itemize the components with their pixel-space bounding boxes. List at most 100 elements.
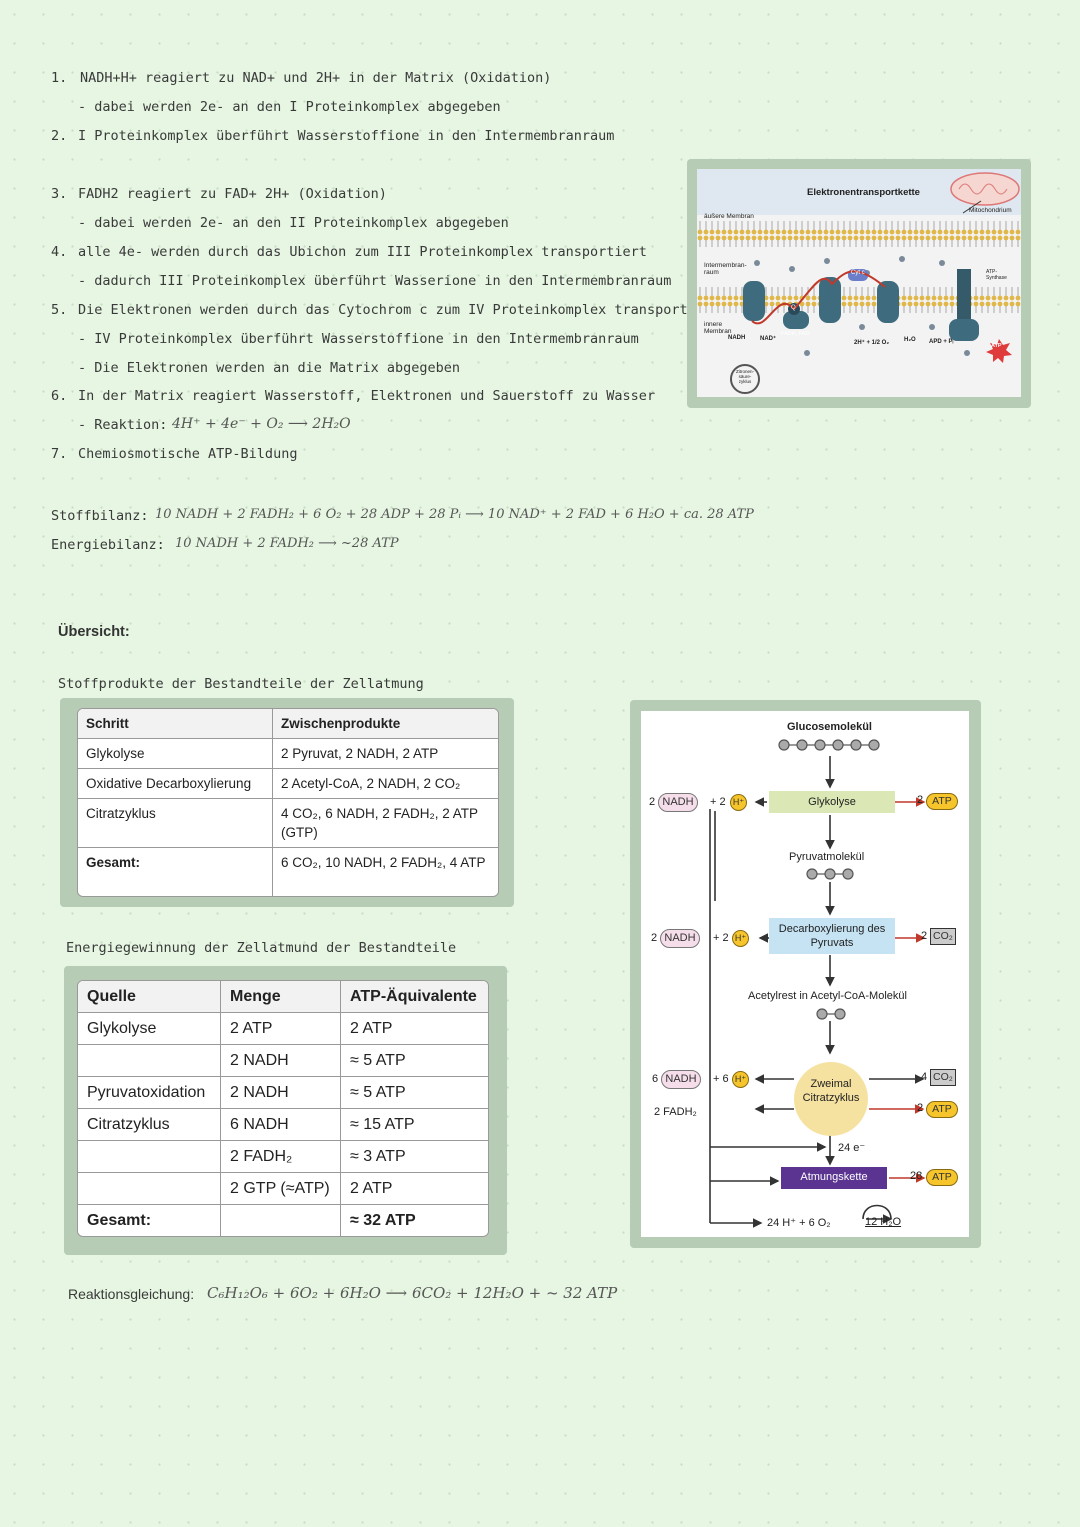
- reaction-value: C₆H₁₂O₆ + 6O₂ + 6H₂O ⟶ 6CO₂ + 12H₂O + ~ …: [207, 1284, 618, 1302]
- step-text: alle 4e- werden durch das Ubichon zum II…: [78, 244, 647, 260]
- flow-hplus: H⁺: [730, 794, 747, 811]
- flow-glucose: Glucosemolekül: [787, 721, 872, 733]
- flow-co2-box: CO₂: [930, 1069, 956, 1086]
- table1-cell: Gesamt:: [78, 848, 273, 896]
- step-text: - dadurch III Proteinkomplex überführt W…: [78, 273, 672, 289]
- step-text: - IV Proteinkomplex überführt Wasserstof…: [78, 331, 639, 347]
- table2-cell: ≈ 5 ATP: [341, 1077, 488, 1109]
- etc-water-label: 2H⁺ + 1/2 O₂: [854, 340, 890, 346]
- table1-cell: 2 Acetyl-CoA, 2 NADH, 2 CO₂: [273, 769, 498, 799]
- table-row: Gesamt: ≈ 32 ATP: [78, 1205, 488, 1236]
- flow-nadh-pill: NADH: [658, 793, 698, 812]
- table2-cell: [78, 1141, 221, 1173]
- table2-header: Quelle: [78, 981, 221, 1013]
- flow-diagram: Glucosemolekül Glykolyse Pyruvatmolekül …: [641, 711, 969, 1237]
- step-number: 7.: [51, 446, 68, 462]
- flow-co2-count: 2: [921, 930, 928, 942]
- table1-cell: Citratzyklus: [78, 799, 273, 848]
- table2-caption: Energiegewinnung der Zellatmund der Best…: [66, 940, 457, 956]
- table-row: 2 FADH₂≈ 3 ATP: [78, 1141, 488, 1173]
- step-number: 3.: [51, 186, 68, 202]
- etc-nadh-label: NADH: [728, 335, 746, 341]
- flow-atp-count: 2: [917, 1102, 924, 1114]
- table2-cell: [221, 1205, 341, 1236]
- table2-cell: Gesamt:: [78, 1205, 221, 1236]
- table2-header: ATP-Äquivalente: [341, 981, 488, 1013]
- flow-pyruvat: Pyruvatmolekül: [789, 851, 865, 863]
- table1-header: Zwischenprodukte: [273, 709, 498, 739]
- step-text: FADH2 reagiert zu FAD+ 2H+ (Oxidation): [78, 186, 387, 202]
- etc-inner-label: innere Membran: [704, 321, 732, 335]
- overview-heading: Übersicht:: [58, 624, 130, 640]
- flow-water: 12 H₂O: [865, 1216, 902, 1228]
- table2-cell: 6 NADH: [221, 1109, 341, 1141]
- flow-nadh-count: 2: [651, 932, 658, 944]
- table2-header: Menge: [221, 981, 341, 1013]
- flow-plus: + 2: [710, 796, 726, 808]
- stoffbilanz-value: 10 NADH + 2 FADH₂ + 6 O₂ + 28 ADP + 28 P…: [155, 507, 754, 522]
- etc-fadh-label: FADH, FAD: [781, 331, 810, 337]
- etc-nad-label: NAD⁺: [760, 336, 777, 342]
- flow-lines: [709, 739, 926, 1228]
- energiebilanz-value: 10 NADH + 2 FADH₂ ⟶ ~28 ATP: [175, 536, 399, 551]
- flow-atp-count: 28: [910, 1170, 923, 1182]
- table2-cell: 2 NADH: [221, 1077, 341, 1109]
- step-text: I Proteinkomplex überführt Wasserstoffio…: [78, 128, 615, 144]
- step-text: In der Matrix reagiert Wasserstoff, Elek…: [78, 388, 656, 404]
- table2-cell: ≈ 3 ATP: [341, 1141, 488, 1173]
- table2-cell: 2 ATP: [221, 1013, 341, 1045]
- flow-nadh-pill: NADH: [660, 929, 700, 948]
- table2-cell: 2 GTP (≈ATP): [221, 1173, 341, 1205]
- flow-h-o2: 24 H⁺ + 6 O₂: [767, 1217, 831, 1229]
- flow-co2-count: 4: [921, 1071, 928, 1083]
- flow-hplus: H⁺: [732, 1071, 749, 1088]
- table2-cell: Glykolyse: [78, 1013, 221, 1045]
- flow-atp-badge: ATP: [926, 1101, 958, 1118]
- table2-cell: [78, 1173, 221, 1205]
- etc-diagram: [697, 169, 1021, 397]
- flow-decarb: Decarboxylierung des Pyruvats: [778, 923, 886, 949]
- etc-cycle-label: Zitronen-säure-zyklus: [735, 369, 754, 384]
- flow-atp-count: 2: [917, 794, 924, 806]
- step-text: - Die Elektronen werden an die Matrix ab…: [78, 360, 461, 376]
- flow-acetyl: Acetylrest in Acetyl-CoA-Molekül: [748, 990, 907, 1002]
- step-text: NADH+H+ reagiert zu NAD+ und 2H+ in der …: [80, 70, 552, 86]
- table1-cell: 4 CO₂, 6 NADH, 2 FADH₂, 2 ATP (GTP): [273, 799, 498, 848]
- step-number: 4.: [51, 244, 68, 260]
- etc-mito-label: Mitochondrium: [969, 207, 1012, 214]
- flow-zweimal: Zweimal Citratzyklus: [802, 1078, 860, 1104]
- table2-cell: 2 NADH: [221, 1045, 341, 1077]
- table-row: 2 GTP (≈ATP)2 ATP: [78, 1173, 488, 1205]
- step-text: - Reaktion:: [78, 417, 168, 433]
- table2-cell: ≈ 32 ATP: [341, 1205, 488, 1236]
- flow-fadh: 2 FADH₂: [654, 1106, 697, 1118]
- table1-cell: 6 CO₂, 10 NADH, 2 FADH₂, 4 ATP: [273, 848, 498, 896]
- step-text: Die Elektronen werden durch das Cytochro…: [78, 302, 721, 318]
- reaction-equation: 4H⁺ + 4e⁻ + O₂ ⟶ 2H₂O: [172, 416, 351, 432]
- step-text: Chemiosmotische ATP-Bildung: [78, 446, 298, 462]
- table-row: Oxidative Decarboxylierung 2 Acetyl-CoA,…: [78, 769, 498, 799]
- etc-q-label: Q: [791, 305, 796, 311]
- step-text: - dabei werden 2e- an den I Proteinkompl…: [78, 99, 501, 115]
- table-row: Citratzyklus 4 CO₂, 6 NADH, 2 FADH₂, 2 A…: [78, 799, 498, 848]
- table-row: 2 NADH≈ 5 ATP: [78, 1045, 488, 1077]
- flow-atp-badge: ATP: [926, 1169, 958, 1186]
- flow-nadh-count: 6: [652, 1073, 659, 1085]
- table1-cell: Oxidative Decarboxylierung: [78, 769, 273, 799]
- flow-nadh-count: 2: [649, 796, 656, 808]
- table2-cell: 2 ATP: [341, 1173, 488, 1205]
- etc-figure: Elektronentransportkette Mitochondrium ä…: [697, 169, 1021, 397]
- flow-atmung: Atmungskette: [800, 1171, 868, 1183]
- step-text: - dabei werden 2e- an den II Proteinkomp…: [78, 215, 509, 231]
- table2-cell: [78, 1045, 221, 1077]
- step-number: 6.: [51, 388, 68, 404]
- table1-caption: Stoffprodukte der Bestandteile der Zella…: [58, 676, 424, 692]
- table2-cell: ≈ 15 ATP: [341, 1109, 488, 1141]
- table2-cell: 2 ATP: [341, 1013, 488, 1045]
- step-number: 5.: [51, 302, 68, 318]
- table2-cell: Pyruvatoxidation: [78, 1077, 221, 1109]
- etc-synthase-label: ATP-Synthase: [986, 269, 1007, 281]
